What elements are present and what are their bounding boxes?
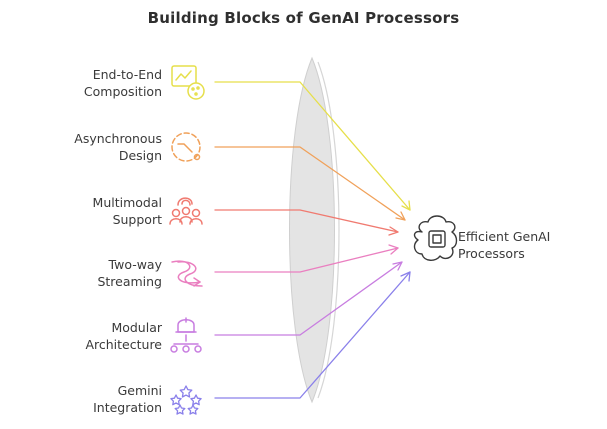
modules-hierarchy-icon xyxy=(170,317,202,353)
connector-async xyxy=(214,146,406,221)
connector-modular xyxy=(214,261,403,336)
arrowhead-multimodal xyxy=(388,226,399,236)
stars-icon xyxy=(170,385,202,415)
connector-composition xyxy=(214,81,411,211)
cpu-chip-icon xyxy=(413,215,458,261)
streaming-arrows-icon xyxy=(171,260,203,287)
lens-shape xyxy=(289,56,335,404)
composition-icon xyxy=(171,65,205,100)
connector-gemini xyxy=(214,271,411,399)
arrowhead-async xyxy=(395,211,406,221)
arrowhead-gemini xyxy=(400,271,411,282)
people-icon xyxy=(169,197,203,225)
connector-streaming xyxy=(214,247,399,273)
arrowhead-composition xyxy=(401,200,411,211)
async-clock-icon xyxy=(171,132,201,162)
lens-edge xyxy=(317,61,340,399)
connector-multimodal xyxy=(214,209,399,233)
diagram-title: Building Blocks of GenAI Processors xyxy=(147,9,460,27)
arrowhead-streaming xyxy=(388,244,399,255)
arrowhead-modular xyxy=(392,261,403,271)
